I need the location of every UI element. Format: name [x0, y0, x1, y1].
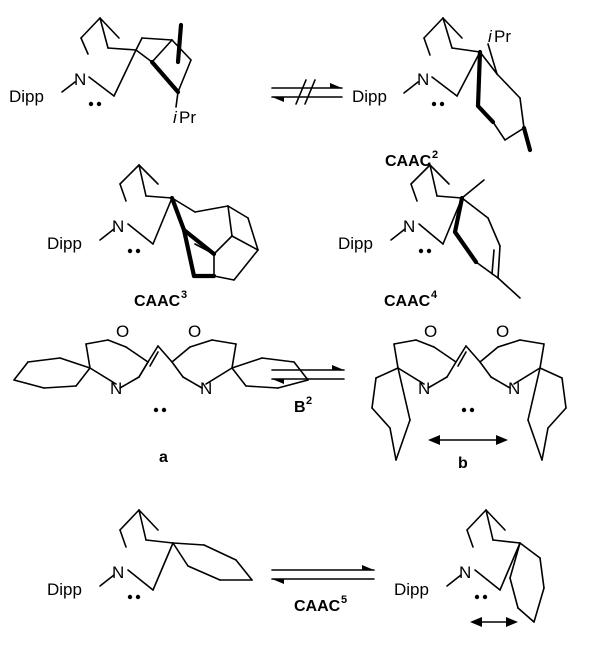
nitrogen-atom: N	[112, 563, 124, 582]
ipr-pr: Pr	[494, 27, 511, 46]
equilibrium-arrow-b2	[271, 365, 345, 384]
dipp-label: Dipp	[352, 87, 387, 106]
ipr-i: i	[488, 27, 493, 46]
conformer-a-structure: O O N N	[13, 322, 309, 413]
nitrogen-atom: N	[508, 379, 520, 398]
nitrogen-atom: N	[74, 70, 86, 89]
oxygen-atom: O	[116, 322, 129, 341]
label-caac5: CAAC	[294, 598, 341, 615]
oxygen-atom: O	[188, 322, 201, 341]
label-caac4: CAAC	[384, 293, 431, 310]
oxygen-atom: O	[496, 322, 509, 341]
label-conformer-a: a	[159, 449, 168, 466]
dipp-label: Dipp	[394, 580, 429, 599]
ipr-i: i	[173, 108, 178, 127]
caac3-structure: N Dipp	[47, 164, 259, 281]
label-conformer-b: b	[458, 455, 468, 472]
nitrogen-atom: N	[459, 563, 471, 582]
caac5-right-structure: N Dipp	[394, 509, 545, 627]
nitrogen-atom: N	[403, 217, 415, 236]
blocked-equilibrium-arrow	[271, 79, 343, 105]
caac2-structure: N Dipp i Pr	[352, 17, 533, 153]
oxygen-atom: O	[424, 322, 437, 341]
label-b2: B	[294, 399, 306, 416]
label-caac3-superscript: 3	[181, 289, 187, 301]
nitrogen-atom: N	[418, 379, 430, 398]
dipp-label: Dipp	[9, 87, 44, 106]
nitrogen-atom: N	[417, 70, 429, 89]
dipp-label: Dipp	[47, 234, 82, 253]
equilibrium-arrow-caac5	[271, 565, 375, 584]
label-caac4-superscript: 4	[431, 289, 438, 301]
label-caac2: CAAC	[385, 153, 432, 170]
nitrogen-atom: N	[112, 217, 124, 236]
ipr-pr: Pr	[179, 108, 196, 127]
dipp-label: Dipp	[338, 234, 373, 253]
caac4-structure: N Dipp	[338, 164, 521, 299]
nitrogen-atom: N	[110, 379, 122, 398]
caac-ipr-left-structure: N Dipp i Pr	[9, 17, 196, 127]
caac5-left-structure: N Dipp	[47, 509, 253, 600]
label-caac3: CAAC	[134, 293, 181, 310]
label-b2-superscript: 2	[306, 395, 312, 407]
conformer-b-structure: O O N N	[371, 322, 567, 461]
label-caac2-superscript: 2	[432, 149, 438, 161]
label-caac5-superscript: 5	[341, 594, 347, 606]
nitrogen-atom: N	[200, 379, 212, 398]
dipp-label: Dipp	[47, 580, 82, 599]
